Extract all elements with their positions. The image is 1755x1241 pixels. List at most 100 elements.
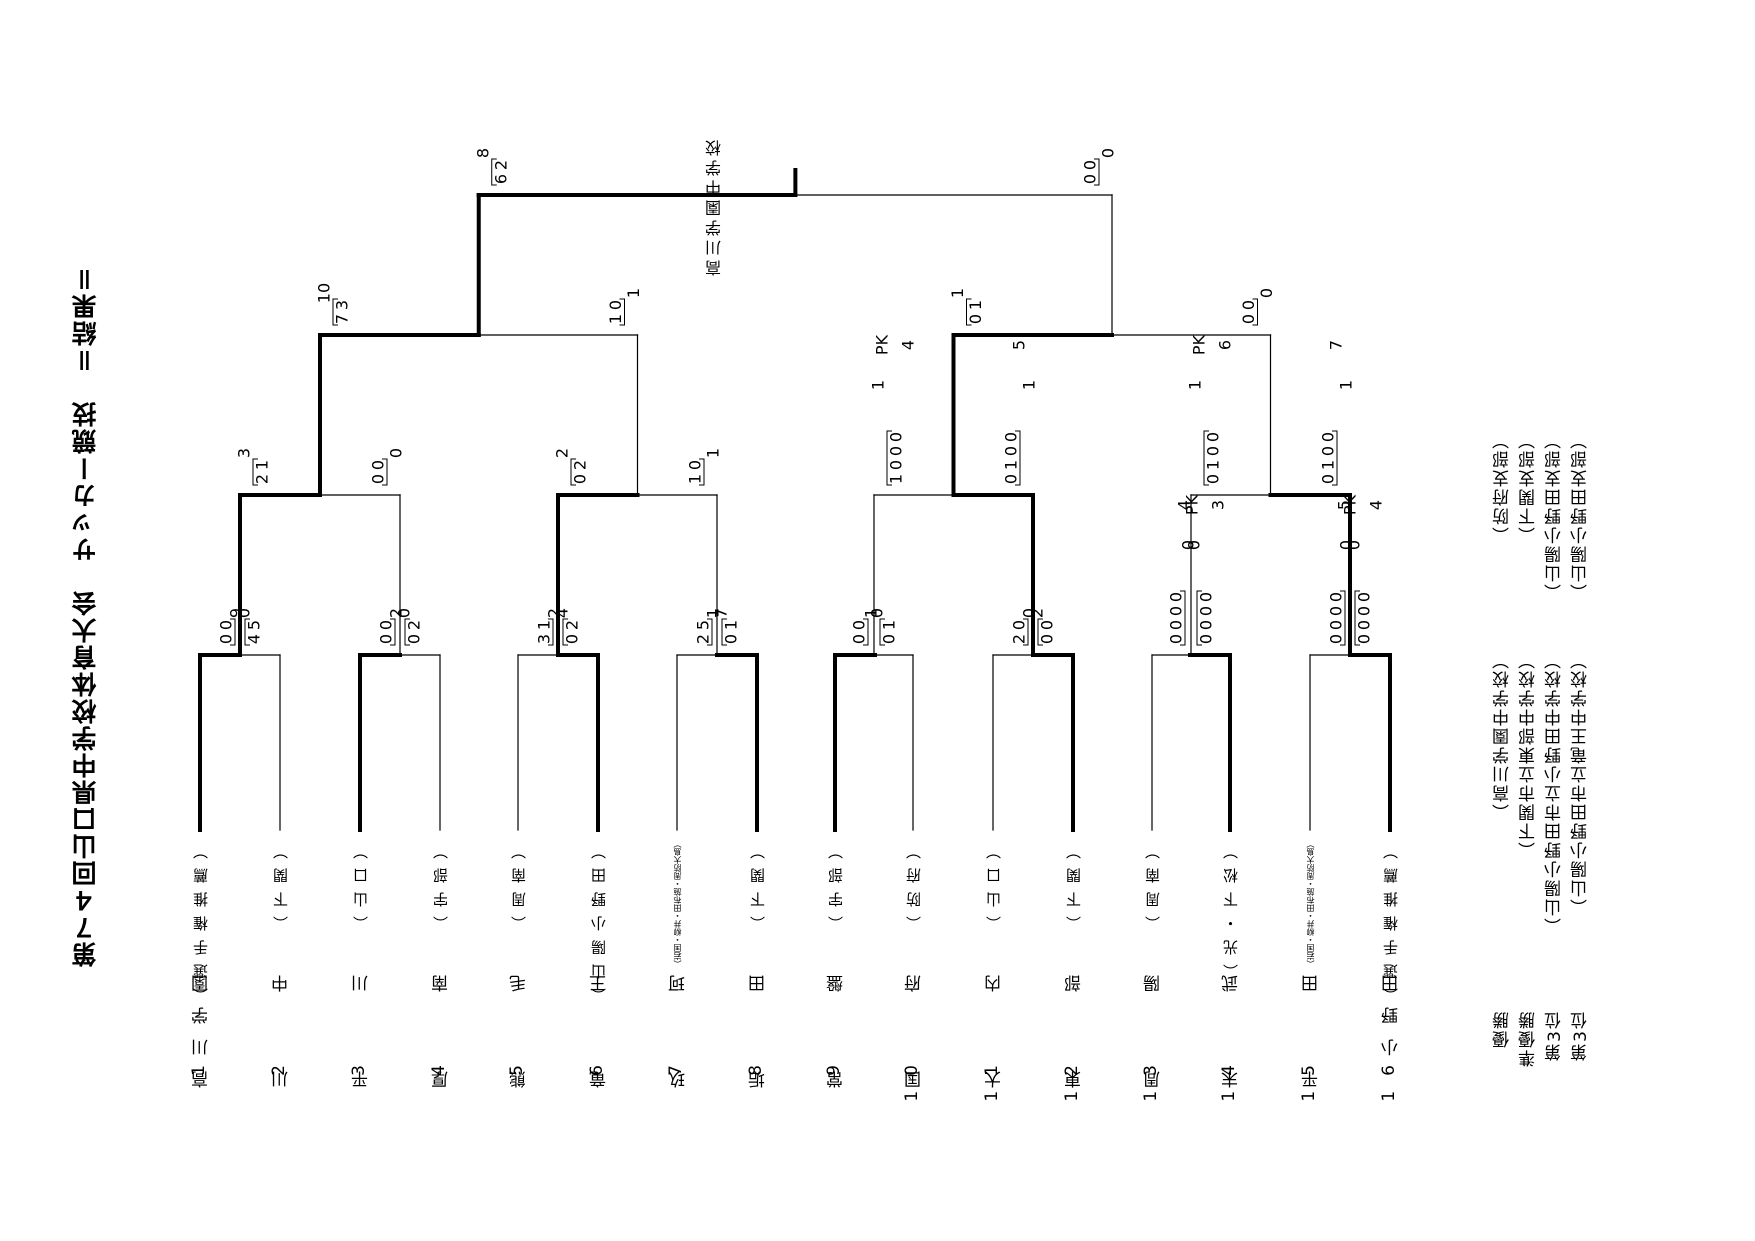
r1-match-3-a-half-2: 2	[563, 620, 582, 630]
r1-match-4-a-half-2: 1	[722, 620, 741, 630]
r3-match-2-b-total: 0	[1257, 288, 1276, 298]
team-name: 周 陽	[1144, 960, 1164, 1088]
r1-match-1-b-half-2: 0	[217, 620, 236, 630]
r2-match-3-b-pk: 5	[1010, 340, 1029, 350]
r1-match-6-a-half-1: 0	[1038, 634, 1057, 644]
r2-match-4-a-total: 1	[1186, 380, 1205, 390]
team-affiliation: （宇部）	[827, 835, 845, 931]
r1-match-5-a-half-1: 0	[880, 634, 899, 644]
r2-match-4-a-half-1: 0	[1204, 474, 1223, 484]
r1-match-8-a-half-3: 0	[1355, 606, 1374, 616]
r2-match-4-a-pk: 6	[1216, 340, 1235, 350]
team-name: 玖 珂	[669, 960, 689, 1088]
r2-match-3-a-pk: 4	[899, 340, 918, 350]
r1-match-5-a-bracket	[879, 618, 885, 646]
r1-match-7-a-pk: 3	[1209, 500, 1228, 510]
r1-match-5-a-total: 1	[862, 608, 881, 618]
r1-match-4-a-total: 1	[704, 608, 723, 618]
r1-match-7-a-half-3: 0	[1197, 606, 1216, 616]
r1-match-8-a-half-1: 0	[1355, 634, 1374, 644]
r2-match-2-a-half-1: 0	[571, 474, 590, 484]
r1-match-1-a-total: 9	[227, 608, 246, 618]
standing-rank: 優勝	[1493, 1010, 1513, 1048]
r2-match-1-b-total: 0	[387, 448, 406, 458]
r3-match-1-b-half-1: 1	[606, 314, 625, 324]
r1-match-7-pk-label: PK	[1183, 494, 1202, 515]
r1-match-3-b-half-2: 1	[535, 620, 554, 630]
r1-match-1-b-bracket	[230, 618, 236, 646]
r2-match-4-a-half-3: 0	[1204, 446, 1223, 456]
team-name: 末 武	[1222, 960, 1242, 1088]
final-match-b-total: 0	[1099, 148, 1118, 158]
team-affiliation: （周南）	[510, 835, 528, 931]
r2-match-2-b-total: 1	[704, 448, 723, 458]
r1-match-2-a-total: 2	[387, 608, 406, 618]
r1-match-6-b-half-1: 2	[1010, 634, 1029, 644]
r1-match-8-a-bracket	[1354, 590, 1360, 646]
final-match-b-bracket	[1094, 158, 1100, 186]
r1-match-3-b-bracket	[548, 618, 554, 646]
r3-match-2-a-bracket	[966, 298, 972, 326]
r2-match-4-b-bracket	[1332, 430, 1338, 486]
r2-match-3-a-half-4: 0	[887, 432, 906, 442]
r2-match-3-b-half-1: 0	[1002, 474, 1021, 484]
r1-match-7-a-half-2: 0	[1197, 620, 1216, 630]
r1-match-2-b-bracket	[390, 618, 396, 646]
r1-match-8-a-pk: 4	[1367, 500, 1386, 510]
final-match-b-half-2: 0	[1081, 160, 1100, 170]
r1-match-3-a-half-1: 0	[563, 634, 582, 644]
r2-match-2-a-bracket	[570, 458, 576, 486]
r2-match-4-a-half-4: 0	[1204, 432, 1223, 442]
r2-match-4-b-half-1: 0	[1319, 474, 1338, 484]
r1-match-8-b-half-3: 0	[1327, 606, 1346, 616]
r3-match-2-b-bracket	[1252, 298, 1258, 326]
team-affiliation: （選手権推薦）	[192, 835, 210, 1003]
standing-rank: 第3位	[1545, 1010, 1565, 1061]
r1-match-8-a-total: 0	[1337, 540, 1356, 550]
r1-match-5-b-bracket	[863, 618, 869, 646]
r1-match-5-b-total: 0	[868, 608, 887, 618]
r2-match-1-a-bracket	[252, 458, 258, 486]
r1-match-8-b-pk: 5	[1335, 500, 1354, 510]
r1-match-7-b-pk: 4	[1175, 500, 1194, 510]
r1-match-1-b-half-1: 0	[217, 634, 236, 644]
r1-match-3-b-total: 4	[553, 608, 572, 618]
team-affiliation: （岩国・柳井・田布施・周防大島）	[1306, 840, 1315, 968]
r2-match-2-b-bracket	[699, 458, 705, 486]
r1-match-3-a-bracket	[562, 618, 568, 646]
r2-match-1-a-total: 3	[235, 448, 254, 458]
r1-match-6-a-half-2: 0	[1038, 620, 1057, 630]
r1-match-2-b-total: 0	[395, 608, 414, 618]
r1-match-4-a-bracket	[721, 618, 727, 646]
standing-rank: 準優勝	[1519, 1010, 1539, 1067]
team-name: 大 内	[985, 960, 1005, 1088]
r1-match-6-a-bracket	[1037, 618, 1043, 646]
team-affiliation: （岩国・柳井・田布施・周防大島）	[673, 840, 682, 968]
team-name: 国 府	[905, 960, 925, 1088]
r1-match-2-a-bracket	[404, 618, 410, 646]
r2-match-1-b-half-2: 0	[369, 460, 388, 470]
r2-match-1-b-bracket	[382, 458, 388, 486]
team-affiliation: （下関）	[749, 835, 767, 931]
team-name: 熊 毛	[510, 960, 530, 1088]
r1-match-2-b-half-2: 0	[377, 620, 396, 630]
r1-match-3-b-half-1: 3	[535, 634, 554, 644]
r2-match-2-a-half-2: 2	[571, 460, 590, 470]
r3-match-1-b-bracket	[619, 298, 625, 326]
r1-match-6-b-bracket	[1023, 618, 1029, 646]
r2-match-1-a-half-2: 1	[253, 460, 272, 470]
standing-school: （山陽小野田市立竜王中学校）	[1571, 650, 1591, 916]
r1-match-7-a-total: 0	[1179, 540, 1198, 550]
final-match-b-half-1: 0	[1081, 174, 1100, 184]
standing-branch: （下関支部）	[1519, 430, 1539, 544]
r1-match-7-b-bracket	[1180, 590, 1186, 646]
team-affiliation: （光・下松）	[1222, 835, 1240, 979]
r3-match-2-b-half-2: 0	[1239, 300, 1258, 310]
r3-match-1-a-half-1: 7	[333, 314, 352, 324]
team-name: 東 部	[1065, 960, 1085, 1088]
final-match-a-half-2: 2	[491, 160, 510, 170]
r1-match-4-b-half-2: 5	[694, 620, 713, 630]
r1-match-2-a-half-2: 2	[405, 620, 424, 630]
r2-match-4-b-half-2: 1	[1319, 460, 1338, 470]
